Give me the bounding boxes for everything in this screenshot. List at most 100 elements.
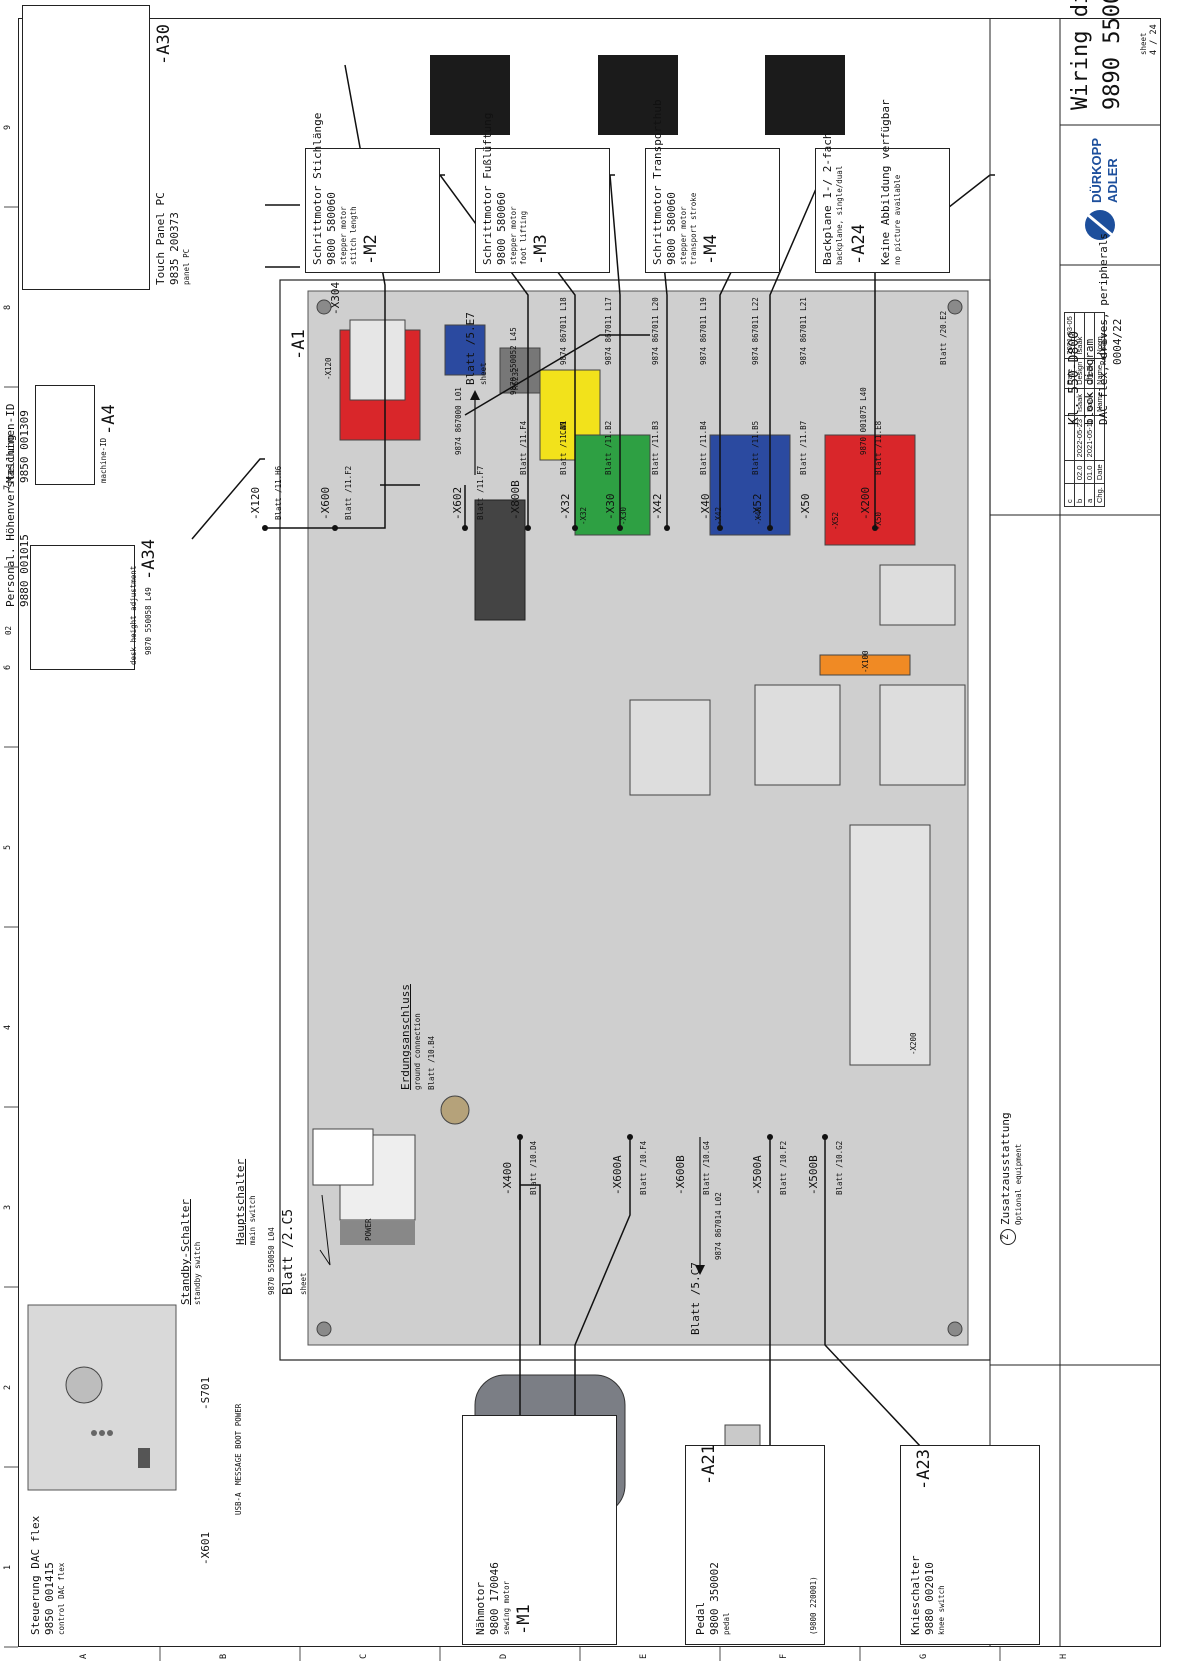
subtitle-2: DAC flex, drives, peripherals [1097,232,1110,425]
a24-english: backplane, single/dual [835,165,844,265]
panel-x30: -X30 [619,506,628,525]
height-english: desk height adjustment [129,565,138,665]
main-switch-sheet: sheet [299,1272,308,1295]
pedal-title: Pedal [694,1601,707,1635]
serial-pair-2 [879,684,966,786]
tag-s701: -S701 [199,1376,212,1410]
ref-x500a: Blatt /10.F2 [779,1140,788,1195]
panel-x52: -X52 [831,511,840,530]
m3-english-2: foot lifting [519,210,528,265]
x200-dsub [849,824,931,1066]
ref-x400: Blatt /10.D4 [529,1140,538,1195]
sheet-number: 4 / 24 [1149,24,1159,55]
ref-x42: Blatt /11.B3 [651,420,660,475]
x52-x50-block [824,434,916,546]
zone-ticks [4,206,1001,1661]
tag-m2: -M2 [361,234,381,265]
m2-title: Schrittmotor Stichlänge [311,112,324,265]
main-switch-english: main switch [248,1195,257,1245]
ground-title: Erdungsanschluss [399,984,412,1090]
brand-logo-slash [1087,213,1113,237]
m4-title: Schrittmotor Transporthub [651,99,664,265]
usb-label: USB-A [234,1492,243,1515]
cable-x40: 9874 867011 L19 [699,297,708,365]
x600b-target: Blatt /5.C7 [689,1262,702,1335]
optional-marker: Z [1000,1229,1016,1245]
x600b-arrow-head [695,1265,705,1275]
ref-x30: Blatt /11.B2 [604,420,613,475]
drawing-number: 9890 550006 B [1100,0,1125,110]
standby-button [65,1366,103,1404]
machine-id-title: Maschinen-ID [4,403,17,483]
x602-target-ref: Blatt /5.E7 [464,312,477,385]
m4-number: 9800 580060 [665,192,678,265]
height-cable: 9870 550058 L49 [144,587,153,655]
ref-x50: Blatt /11.B7 [799,420,808,475]
standby-housing [27,1304,177,1491]
power-label-plate [340,1221,415,1245]
sheet-label: sheet [1139,32,1148,55]
x600-block [444,324,486,376]
motor-m3-body [598,55,678,135]
dac-number: 9850 001415 [43,1562,56,1635]
ref-x602: Blatt /11.F7 [476,465,485,520]
m3-number: 9800 580060 [495,192,508,265]
panel-x50: -X50 [874,511,883,530]
tag-x32: -X32 [559,493,572,521]
panel-power: POWER [364,1218,373,1241]
a24-ref: Blatt /20.E2 [939,310,948,365]
panel-rs232: RS232 [511,367,520,390]
tag-x500a: -X500A [751,1155,764,1195]
cable-x30: 9874 867011 L17 [604,297,613,365]
cable-x200: 9870 001075 L40 [859,387,868,455]
main-switch-rocker [312,1128,374,1186]
tag-x600a: -X600A [611,1155,624,1195]
ref-x40: Blatt /11.B4 [699,420,708,475]
panel-x32: -X32 [579,506,588,525]
rev-2-v: 01.0 [1084,460,1095,484]
cable-x32: 9874 867011 L18 [559,297,568,365]
diagram-title: Wiring diagram [1068,0,1093,110]
optional-title: Zusatzausstattung [999,1112,1012,1225]
x120-dsub [349,319,406,401]
panel-x42: -X42 [714,506,723,525]
top-wire-dots [262,525,878,531]
panel-x200: -X200 [909,1032,918,1055]
main-switch-leader [319,1194,331,1266]
pedal-english: pedal [722,1612,731,1635]
tag-x42: -X42 [651,493,664,521]
motor-m4-body [765,55,845,135]
panel-screws [316,299,963,1337]
tag-x500b: -X500B [807,1155,820,1195]
tag-x40: -X40 [699,493,712,521]
m1-number: 9800 170046 [488,1562,501,1635]
ethernet-stack [474,499,526,621]
usb-leds: MESSAGE BOOT POWER [234,1403,243,1485]
main-switch-title: Hauptschalter [234,1158,247,1245]
m1-english: sewing motor [502,1580,511,1635]
main-switch-cable: 9870 550050 L04 [267,1227,276,1295]
main-switch-ref: Blatt /2.C5 [281,1208,296,1295]
tag-x600: -X600 [319,486,332,520]
subtitle-1: block diagram [1083,338,1096,425]
motor-m2-body [430,55,510,135]
a24-title: Backplane 1-/ 2-fach [821,132,834,265]
panel-can: CAN [559,421,568,435]
dac-title: Steuerung DAC flex [29,1515,42,1635]
serial-pair-1 [754,684,841,786]
ref-x52: Blatt /11.B5 [751,420,760,475]
x400-block [629,699,711,796]
height-marker: 02 [4,625,13,635]
tag-a1: -A1 [289,329,309,360]
machine-id-number: 9850 001309 [18,410,31,483]
ground-ref: Blatt /10.B4 [427,1035,436,1090]
rev-3-c: Chg. [1094,483,1105,507]
brand-name-1: DÜRKOPP [1089,137,1104,203]
tag-m3: -M3 [531,234,551,265]
ground-english: ground connection [413,1013,422,1090]
knee-title: Knieschalter [909,1555,922,1635]
cable-x52: 9874 867011 L22 [751,297,760,365]
tag-x200: -X200 [859,486,872,520]
rev-1-c: b [1074,483,1085,507]
